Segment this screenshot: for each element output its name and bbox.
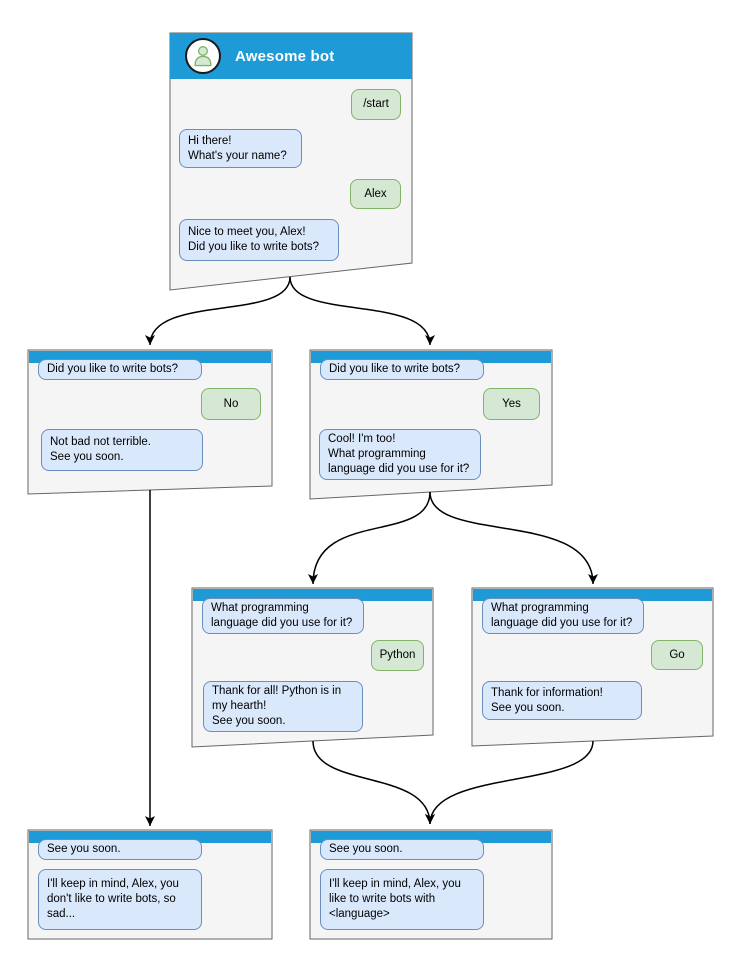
edge-lang-go-to-end-yes — [425, 740, 594, 825]
bot-avatar — [185, 38, 221, 74]
bot-message: Nice to meet you, Alex! Did you like to … — [179, 219, 339, 261]
edge-lang-python-to-end-yes — [312, 740, 435, 825]
bot-message: Did you like to write bots? — [320, 359, 484, 380]
edge-answer-yes-to-lang-go — [429, 491, 598, 585]
user-message: Yes — [483, 388, 540, 420]
user-icon — [194, 46, 212, 67]
bot-message: I'll keep in mind, Alex, you like to wri… — [320, 869, 484, 930]
edge-answer-yes-to-lang-python — [308, 491, 431, 585]
bot-message: Thank for information! See you soon. — [482, 681, 642, 720]
user-message: Python — [371, 640, 424, 671]
bot-message: Hi there! What's your name? — [179, 129, 302, 168]
bot-message: Not bad not terrible. See you soon. — [41, 429, 203, 471]
node-title-bar: Awesome bot — [170, 33, 412, 79]
user-message: No — [201, 388, 261, 420]
user-message: /start — [351, 89, 401, 120]
bot-message: Cool! I'm too! What programming language… — [319, 429, 481, 480]
edge-start-to-answer-yes — [289, 276, 435, 346]
bot-message: Did you like to write bots? — [38, 359, 202, 380]
bot-title: Awesome bot — [235, 47, 335, 65]
user-message: Go — [651, 640, 703, 670]
bot-message: See you soon. — [38, 839, 202, 860]
edge-start-to-answer-no — [145, 276, 291, 346]
bot-message: See you soon. — [320, 839, 484, 860]
bot-message: What programming language did you use fo… — [482, 598, 644, 634]
bot-message: I'll keep in mind, Alex, you don't like … — [38, 869, 202, 930]
bot-message: Thank for all! Python is in my hearth! S… — [203, 681, 363, 732]
bot-message: What programming language did you use fo… — [202, 598, 364, 634]
user-message: Alex — [350, 179, 401, 209]
